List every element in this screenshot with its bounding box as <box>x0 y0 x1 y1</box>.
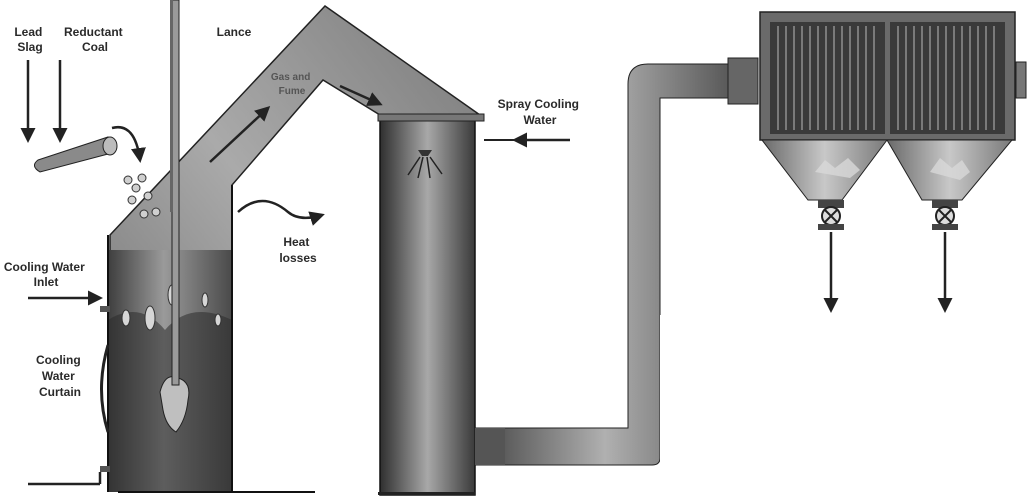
heat-losses-label: Heat losses <box>279 235 317 265</box>
blank-patch-right <box>660 315 1027 499</box>
lead-slag-label: Lead Slag <box>14 25 45 54</box>
spray-cooling-label: Spray Cooling Water <box>498 97 583 127</box>
lance-label: Lance <box>217 25 252 39</box>
heat-losses-arrow <box>238 201 322 218</box>
coal-feed-pipe <box>34 137 117 172</box>
cooling-inlet-label: Cooling Water Inlet <box>4 260 88 289</box>
blank-patch-center <box>505 262 561 298</box>
spray-cooling-tower <box>378 114 484 495</box>
baghouse <box>760 12 1026 230</box>
cooling-curtain-label: Cooling Water Curtain <box>36 353 84 399</box>
reductant-coal-label: Reductant Coal <box>64 25 126 54</box>
